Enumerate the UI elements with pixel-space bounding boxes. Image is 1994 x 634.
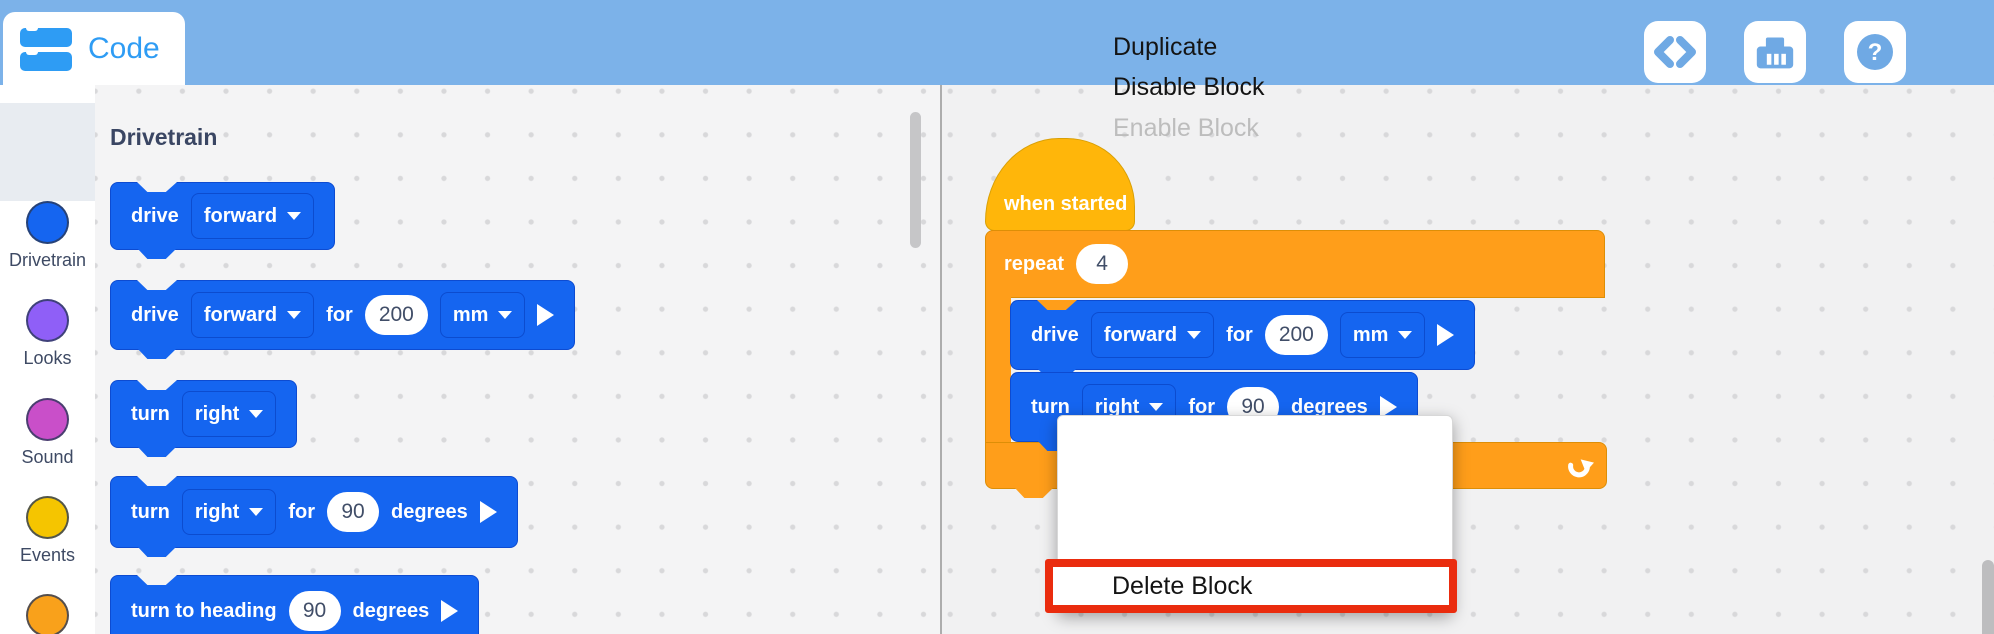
block-text: turn [131, 402, 170, 425]
block-text: turn to heading [131, 599, 277, 622]
top-bar: Code ? [0, 0, 1994, 85]
block-bump [137, 546, 177, 557]
control-category-icon [26, 594, 69, 634]
block-notch [137, 280, 177, 290]
chevron-down-icon [249, 508, 264, 516]
block-text: drive [1031, 323, 1079, 346]
palette-block-drive[interactable]: drive forward [110, 182, 336, 259]
run-block-icon[interactable] [479, 501, 497, 523]
block-text: turn [131, 500, 170, 523]
block-notch [137, 575, 177, 585]
block-notch [137, 380, 177, 390]
sidebar-item-drivetrain[interactable]: Drivetrain [0, 201, 95, 270]
heading-input[interactable]: 90 [288, 591, 341, 631]
block-text: drive [131, 204, 179, 227]
block-text: turn [1031, 395, 1070, 418]
blocks-icon [20, 24, 72, 72]
direction-dropdown[interactable]: forward [1090, 312, 1215, 358]
delete-block-highlight: Delete Block [1045, 559, 1457, 613]
chevron-down-icon [287, 311, 302, 319]
chevron-down-icon [1398, 331, 1413, 339]
devices-button[interactable] [1744, 21, 1806, 83]
turn-direction-dropdown[interactable]: right [181, 391, 277, 437]
workspace-block-drive-for[interactable]: drive forward for 200 mm [1010, 300, 1476, 379]
looks-category-icon [26, 299, 69, 342]
palette-block-turn-for[interactable]: turn right for 90 degrees [110, 476, 518, 557]
menu-item-duplicate[interactable]: Duplicate [1113, 33, 1218, 61]
block-bump [137, 248, 177, 259]
sidebar-item-label: Looks [23, 348, 72, 368]
tab-code-label: Code [88, 31, 160, 65]
menu-item-delete-block[interactable]: Delete Block [1112, 572, 1253, 600]
block-bump [137, 348, 177, 359]
help-icon: ? [1853, 30, 1897, 74]
category-sidebar: Drivetrain Looks Sound Events Control [0, 85, 95, 634]
help-button[interactable]: ? [1844, 21, 1906, 83]
block-notch [137, 476, 177, 486]
distance-input[interactable]: 200 [364, 295, 428, 335]
events-category-icon [26, 496, 69, 539]
code-view-icon [1653, 34, 1697, 70]
block-text: when started [1004, 193, 1128, 215]
chevron-down-icon [249, 410, 264, 418]
block-text: degrees [1291, 395, 1368, 418]
menu-item-enable-block: Enable Block [1113, 114, 1259, 142]
run-block-icon[interactable] [1437, 324, 1455, 346]
unit-dropdown[interactable]: mm [439, 292, 526, 338]
tab-code[interactable]: Code [3, 12, 185, 85]
block-text: for [1188, 395, 1215, 418]
block-bump [1014, 487, 1054, 498]
repeat-block-top[interactable]: repeat 4 [985, 230, 1605, 298]
block-text: degrees [391, 500, 468, 523]
palette-header: Drivetrain [110, 124, 218, 150]
chevron-down-icon [1149, 403, 1164, 411]
repeat-block-wall[interactable] [985, 297, 1011, 443]
chevron-down-icon [287, 212, 302, 220]
direction-dropdown[interactable]: forward [190, 292, 315, 338]
block-text: for [326, 303, 353, 326]
turn-direction-dropdown[interactable]: right [181, 489, 277, 535]
palette-block-turn[interactable]: turn right [110, 380, 298, 457]
sidebar-item-label: Drivetrain [8, 250, 87, 270]
unit-dropdown[interactable]: mm [1339, 312, 1426, 358]
block-text: degrees [352, 599, 430, 622]
sidebar-item-label: Sound [21, 447, 74, 467]
block-text: for [1226, 323, 1253, 346]
block-text: for [288, 500, 315, 523]
sidebar-item-looks[interactable]: Looks [0, 299, 95, 368]
device-icon [1753, 32, 1797, 72]
run-block-icon[interactable] [441, 600, 459, 622]
palette-block-turn-to-heading[interactable]: turn to heading 90 degrees [110, 575, 480, 634]
drivetrain-category-icon [26, 201, 69, 244]
sidebar-item-sound[interactable]: Sound [0, 398, 95, 467]
block-palette [95, 85, 940, 634]
run-block-icon[interactable] [537, 304, 555, 326]
selected-category-highlight [0, 103, 95, 201]
chevron-down-icon [1187, 331, 1202, 339]
palette-scrollbar[interactable] [910, 112, 921, 248]
palette-divider [940, 85, 942, 634]
repeat-count-input[interactable]: 4 [1076, 244, 1129, 284]
sidebar-item-control[interactable]: Control [0, 594, 95, 634]
sound-category-icon [26, 398, 69, 441]
distance-input[interactable]: 200 [1264, 315, 1328, 355]
angle-input[interactable]: 90 [327, 492, 379, 532]
code-view-button[interactable] [1644, 21, 1706, 83]
menu-item-disable-block[interactable]: Disable Block [1113, 73, 1265, 101]
run-block-icon[interactable] [1379, 396, 1397, 418]
sidebar-item-events[interactable]: Events [0, 496, 95, 565]
block-bump [137, 446, 177, 457]
palette-block-drive-for[interactable]: drive forward for 200 mm [110, 280, 576, 359]
block-notch [1037, 300, 1077, 310]
canvas-scrollbar[interactable] [1982, 560, 1994, 634]
sidebar-item-label: Events [19, 545, 76, 565]
loop-arrow-icon [1564, 451, 1594, 481]
direction-dropdown[interactable]: forward [190, 193, 315, 239]
block-text: drive [131, 303, 179, 326]
block-notch [137, 182, 177, 192]
chevron-down-icon [498, 311, 513, 319]
block-text: repeat [1004, 252, 1065, 275]
